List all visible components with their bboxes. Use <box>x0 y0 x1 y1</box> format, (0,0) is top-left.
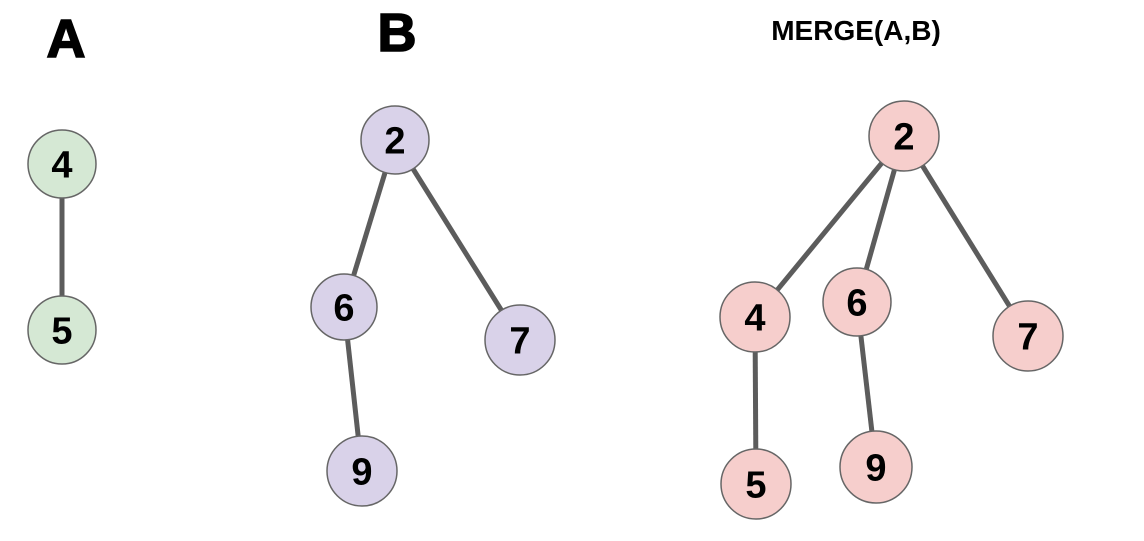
tree-merge-node-5 <box>720 448 792 520</box>
tree-b-node-label-2: 2 <box>384 120 405 162</box>
tree-merge-node-label-9: 9 <box>865 447 886 489</box>
tree-a-node-5 <box>27 295 97 365</box>
tree-b: 2 6 7 9 B <box>310 2 556 507</box>
tree-merge-node-6 <box>822 267 892 337</box>
tree-merge-node-2 <box>868 100 940 172</box>
tree-b-node-2 <box>360 105 430 175</box>
tree-a-node-label-5: 5 <box>51 310 72 352</box>
tree-merge-node-9 <box>839 430 913 504</box>
tree-b-node-9 <box>326 435 398 507</box>
tree-merge-node-4 <box>719 281 791 353</box>
tree-merge: 2 4 6 7 5 9 MERGE(A,B) <box>719 15 1064 520</box>
tree-b-title: B <box>378 3 417 63</box>
tree-merge-node-label-7: 7 <box>1017 316 1038 358</box>
tree-b-node-label-9: 9 <box>351 451 372 493</box>
tree-b-node-label-6: 6 <box>333 287 354 329</box>
tree-a-node-4 <box>27 129 97 199</box>
tree-merge-edge-2-4 <box>753 134 906 319</box>
tree-merge-node-label-6: 6 <box>846 282 867 324</box>
tree-merge-node-label-4: 4 <box>744 297 765 339</box>
tree-merge-node-label-5: 5 <box>745 464 766 506</box>
tree-merge-node-label-2: 2 <box>893 116 914 158</box>
tree-b-edge-2-7 <box>392 138 523 342</box>
tree-b-node-label-7: 7 <box>509 320 530 362</box>
tree-a: 4 5 A <box>27 8 97 365</box>
tree-b-node-7 <box>484 304 556 376</box>
tree-merge-title: MERGE(A,B) <box>771 15 941 46</box>
tree-b-node-6 <box>310 273 378 341</box>
tree-merge-edge-2-7 <box>901 134 1031 338</box>
tree-a-title: A <box>47 9 86 69</box>
tree-a-node-label-4: 4 <box>51 144 72 186</box>
tree-merge-node-7 <box>992 300 1064 372</box>
